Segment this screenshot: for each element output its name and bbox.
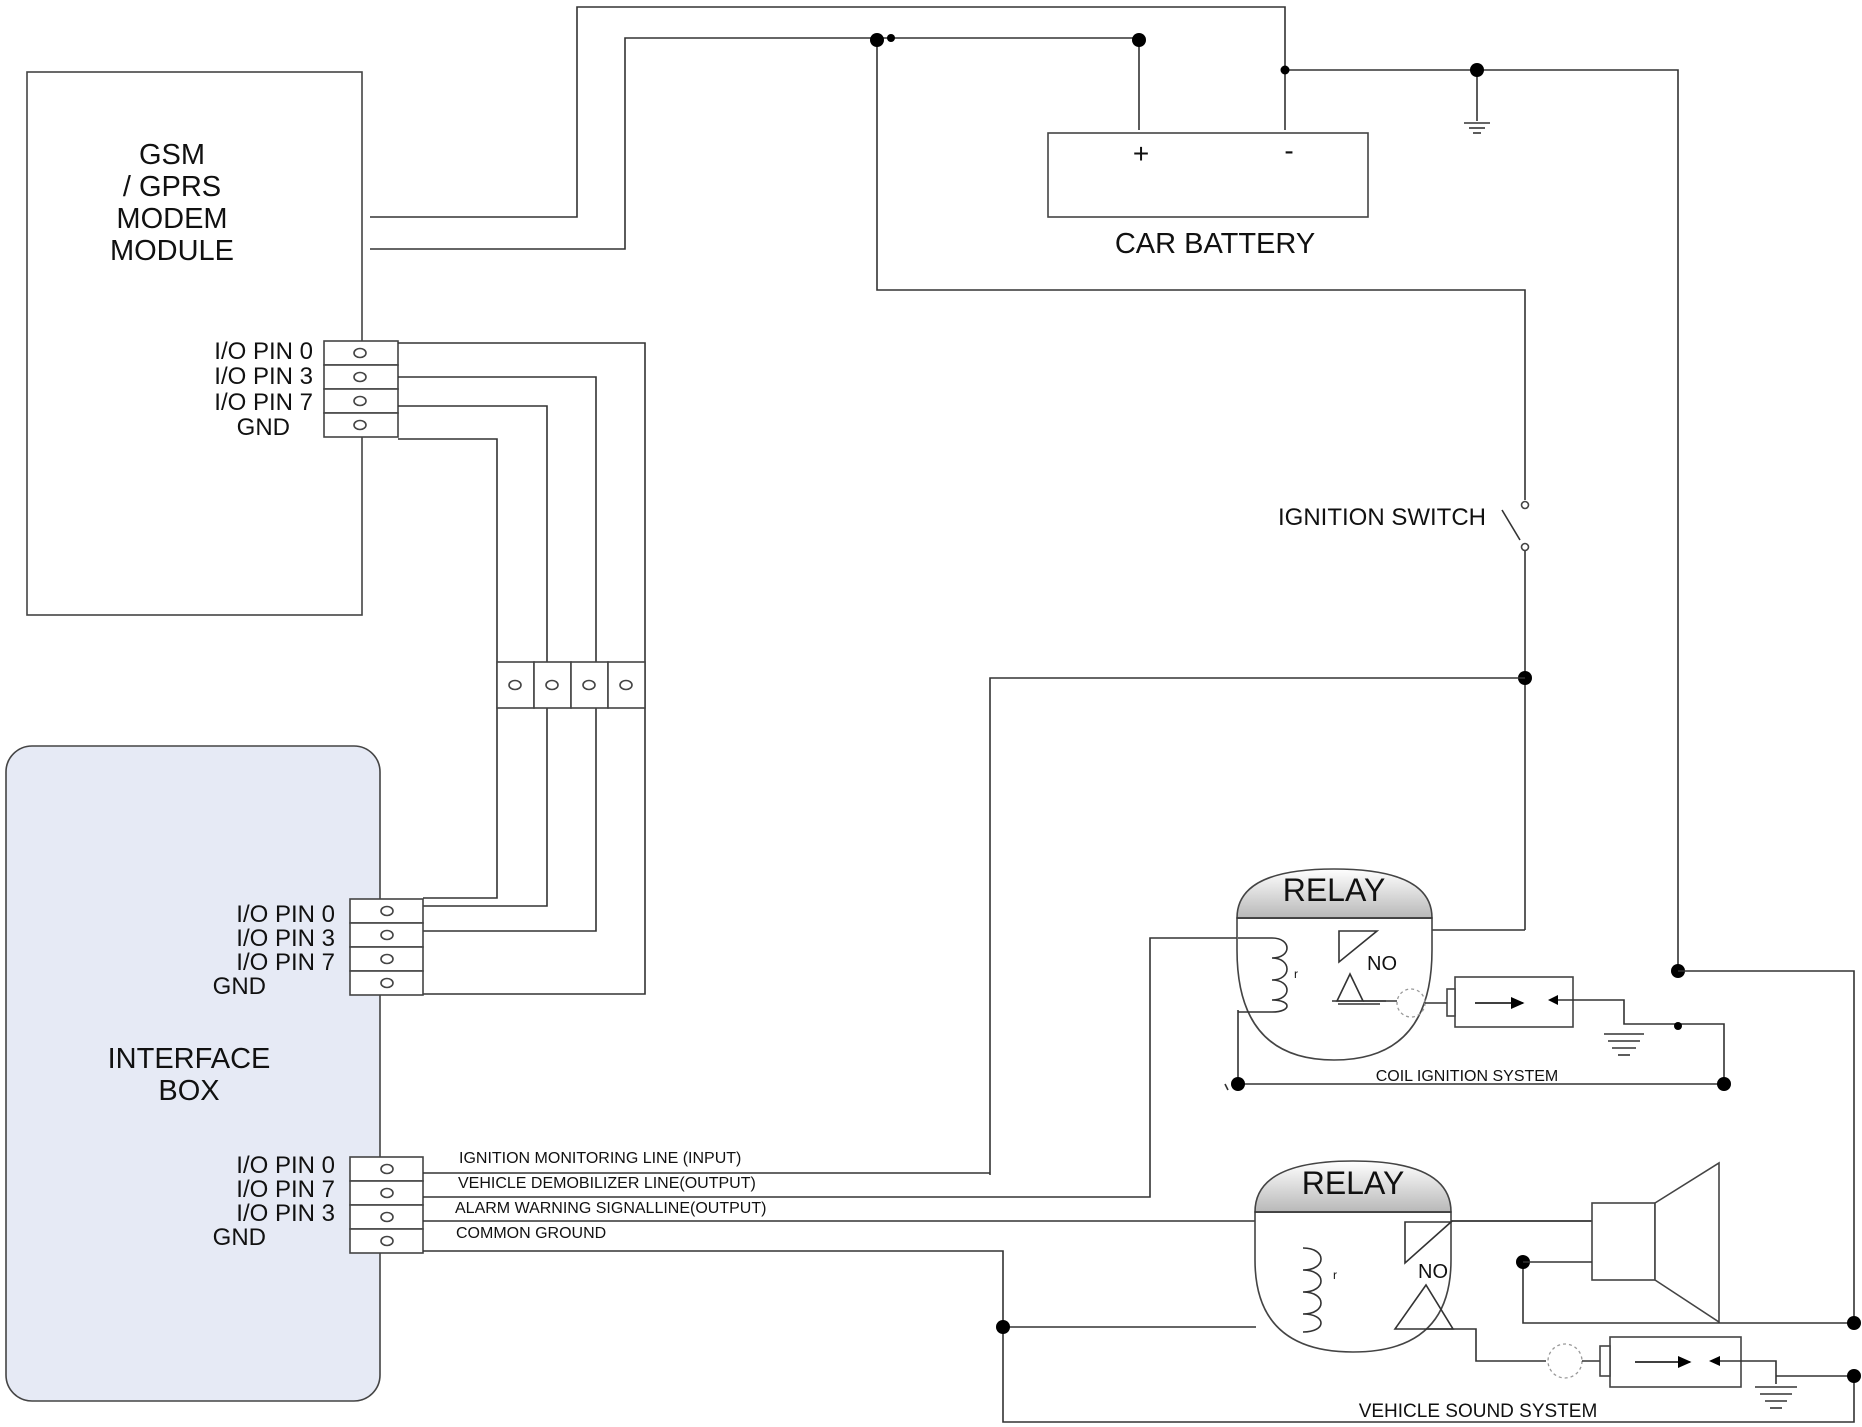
interface-top-pin-label-0: I/O PIN 0 xyxy=(236,901,335,928)
gsm-pin-label-7: I/O PIN 7 xyxy=(214,389,313,416)
interface-title-line-1: INTERFACE xyxy=(108,1043,271,1075)
middle-terminal-block xyxy=(496,661,646,709)
gsm-title-line-1: GSM xyxy=(139,139,205,171)
alarm-line-label: ALARM WARNING SIGNALLINE(OUTPUT) xyxy=(455,1200,766,1217)
interface-bottom-pin-label-3: I/O PIN 3 xyxy=(236,1200,335,1227)
interface-top-pin-label-7: I/O PIN 7 xyxy=(236,949,335,976)
interface-top-terminal-block xyxy=(349,898,424,996)
relay-1-contact-label: NO xyxy=(1367,953,1397,975)
interface-box: INTERFACE BOX I/O PIN 0 I/O PIN 3 I/O PI… xyxy=(5,745,381,1402)
interface-bottom-pin-label-7: I/O PIN 7 xyxy=(236,1176,335,1203)
gsm-modem-module: GSM / GPRS MODEM MODULE I/O PIN 0 I/O PI… xyxy=(26,71,363,616)
relay-1-title: RELAY xyxy=(1283,872,1386,908)
interface-title-line-2: BOX xyxy=(158,1075,219,1107)
relay-1-coil-label: r xyxy=(1294,967,1298,981)
gsm-pin-label-gnd: GND xyxy=(237,414,290,441)
relay-2-title: RELAY xyxy=(1302,1165,1405,1201)
interface-top-pin-label-3: I/O PIN 3 xyxy=(236,925,335,952)
interface-bottom-pin-label-gnd: GND xyxy=(213,1224,266,1251)
gsm-title-line-2: / GPRS xyxy=(123,171,221,203)
vehicle-sound-system-label: VEHICLE SOUND SYSTEM xyxy=(1359,1401,1598,1422)
battery-minus-sign: - xyxy=(1284,135,1293,166)
gsm-title-line-3: MODEM xyxy=(116,203,227,235)
interface-bottom-terminal-block xyxy=(349,1156,424,1254)
common-ground-label: COMMON GROUND xyxy=(456,1225,606,1242)
coil-ignition-system: COIL IGNITION SYSTEM xyxy=(1224,964,1855,1323)
ignition-switch-label: IGNITION SWITCH xyxy=(1278,504,1486,531)
gsm-pin-label-3: I/O PIN 3 xyxy=(214,363,313,390)
ignition-switch: IGNITION SWITCH xyxy=(989,500,1532,1175)
interface-output-lines: IGNITION MONITORING LINE (INPUT) VEHICLE… xyxy=(423,937,1855,1423)
gsm-title-line-4: MODULE xyxy=(110,235,234,267)
interface-bottom-pin-label-0: I/O PIN 0 xyxy=(236,1152,335,1179)
battery-wires xyxy=(370,6,1679,970)
gsm-pin-label-0: I/O PIN 0 xyxy=(214,338,313,365)
vehicle-sound-system: VEHICLE SOUND SYSTEM xyxy=(996,1161,1861,1422)
ignition-monitoring-line-label: IGNITION MONITORING LINE (INPUT) xyxy=(459,1150,741,1167)
relay-1: RELAY r NO xyxy=(1236,868,1433,1061)
battery-plus-sign: + xyxy=(1133,138,1149,169)
battery-label: CAR BATTERY xyxy=(1115,228,1315,260)
demobilizer-line-label: VEHICLE DEMOBILIZER LINE(OUTPUT) xyxy=(458,1175,756,1192)
car-battery: + - CAR BATTERY xyxy=(1047,132,1369,260)
coil-ignition-system-label: COIL IGNITION SYSTEM xyxy=(1376,1068,1559,1085)
relay-2-coil-label: r xyxy=(1333,1268,1337,1282)
gsm-terminal-block xyxy=(323,340,399,438)
interface-top-pin-label-gnd: GND xyxy=(213,973,266,1000)
relay-2: RELAY r NO xyxy=(1254,1160,1455,1353)
relay-2-contact-label: NO xyxy=(1418,1261,1448,1283)
